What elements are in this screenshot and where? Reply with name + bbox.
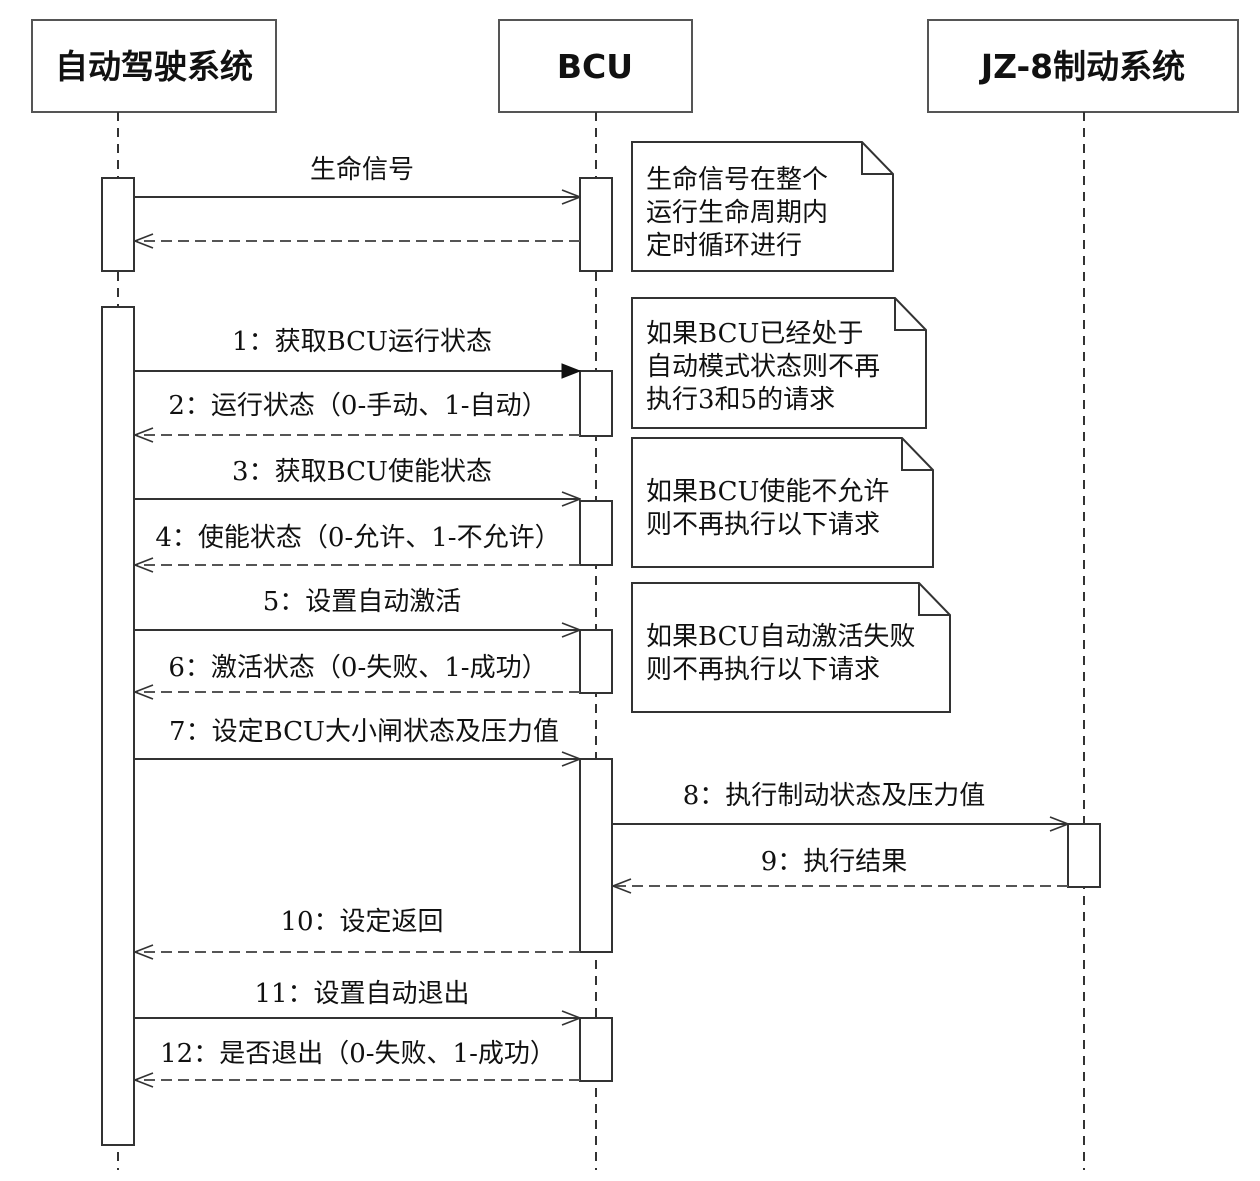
note-2: 如果BCU已经处于 自动模式状态则不再 执行3和5的请求: [631, 297, 927, 429]
message-3: 3：获取BCU使能状态: [134, 457, 580, 499]
note-3: 如果BCU使能不允许 则不再执行以下请求: [631, 437, 934, 568]
message-5: 5：设置自动激活: [134, 587, 580, 630]
note-1-line-2: 运行生命周期内: [646, 198, 828, 228]
message-6: 6：激活状态（0-失败、1-成功）: [135, 653, 580, 692]
participant-jz8: JZ-8制动系统: [927, 19, 1239, 113]
activation-auto-1: [101, 177, 135, 272]
message-8-label: 8：执行制动状态及压力值: [683, 781, 986, 811]
note-3-line-1: 如果BCU使能不允许: [646, 477, 889, 507]
message-12-label: 12：是否退出（0-失败、1-成功）: [160, 1039, 556, 1069]
activation-jz8-1: [1067, 823, 1101, 888]
message-11-label: 11：设置自动退出: [254, 979, 469, 1009]
message-4-label: 4：使能状态（0-允许、1-不允许）: [155, 523, 560, 553]
activation-auto-2: [101, 306, 135, 1146]
message-9: 9：执行结果: [613, 847, 1068, 886]
note-3-line-2: 则不再执行以下请求: [646, 510, 880, 540]
message-5-label: 5：设置自动激活: [263, 587, 462, 617]
message-2-label: 2：运行状态（0-手动、1-自动）: [168, 391, 547, 421]
participant-auto-label: 自动驾驶系统: [55, 47, 253, 86]
participant-auto: 自动驾驶系统: [31, 19, 277, 113]
message-7-label: 7：设定BCU大小闸状态及压力值: [169, 717, 559, 747]
activation-bcu-2: [579, 370, 613, 437]
note-4-line-1: 如果BCU自动激活失败: [646, 622, 915, 652]
activation-bcu-6: [579, 1017, 613, 1082]
activation-bcu-4: [579, 629, 613, 694]
message-0-label: 生命信号: [310, 155, 414, 185]
note-2-line-3: 执行3和5的请求: [646, 385, 835, 415]
note-4-line-2: 则不再执行以下请求: [646, 655, 880, 685]
note-2-line-1: 如果BCU已经处于: [646, 319, 863, 349]
activation-bcu-5: [579, 758, 613, 953]
participant-jz8-label: JZ-8制动系统: [979, 47, 1185, 86]
message-10: 10：设定返回: [135, 907, 580, 952]
message-9-label: 9：执行结果: [761, 847, 908, 877]
message-6-label: 6：激活状态（0-失败、1-成功）: [168, 653, 547, 683]
note-2-line-2: 自动模式状态则不再: [646, 352, 880, 382]
note-1-line-1: 生命信号在整个: [646, 165, 828, 195]
message-7: 7：设定BCU大小闸状态及压力值: [134, 717, 580, 759]
note-1: 生命信号在整个 运行生命周期内 定时循环进行: [631, 141, 894, 272]
message-11: 11：设置自动退出: [134, 979, 580, 1018]
message-3-label: 3：获取BCU使能状态: [232, 457, 492, 487]
participant-bcu: BCU: [498, 19, 693, 113]
message-0: 生命信号: [134, 155, 580, 197]
message-12: 12：是否退出（0-失败、1-成功）: [135, 1039, 580, 1080]
participant-bcu-label: BCU: [557, 47, 633, 86]
note-4: 如果BCU自动激活失败 则不再执行以下请求: [631, 582, 951, 713]
note-1-line-3: 定时循环进行: [646, 231, 802, 261]
message-8: 8：执行制动状态及压力值: [612, 781, 1068, 824]
activation-bcu-3: [579, 500, 613, 566]
message-10-label: 10：设定返回: [280, 907, 443, 937]
message-1-label: 1：获取BCU运行状态: [232, 327, 492, 357]
message-4: 4：使能状态（0-允许、1-不允许）: [135, 523, 580, 565]
message-2: 2：运行状态（0-手动、1-自动）: [135, 391, 580, 435]
message-1: 1：获取BCU运行状态: [134, 327, 580, 371]
activation-bcu-1: [579, 177, 613, 272]
